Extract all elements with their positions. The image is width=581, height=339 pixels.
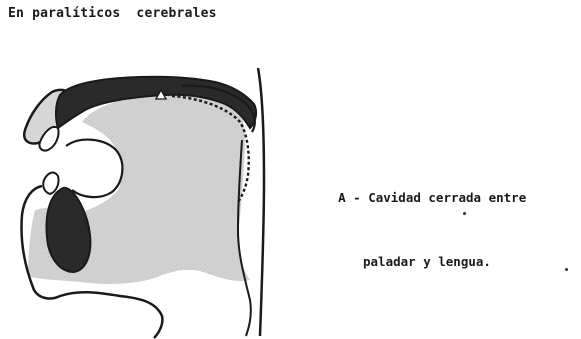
stray-mark <box>463 212 466 215</box>
pharynx-wall <box>258 68 264 336</box>
caption-line1: Cavidad cerrada entre <box>368 190 526 205</box>
caption-marker: A <box>338 190 346 205</box>
mouth-opening <box>66 140 122 197</box>
caption-separator: - <box>353 190 361 205</box>
lower-dark-cavity <box>47 188 91 272</box>
caption: A - Cavidad cerrada entre paladar y leng… <box>323 150 526 310</box>
lower-teeth <box>43 173 58 194</box>
caption-line2: paladar y lengua. <box>323 246 526 278</box>
stray-mark <box>565 268 568 271</box>
